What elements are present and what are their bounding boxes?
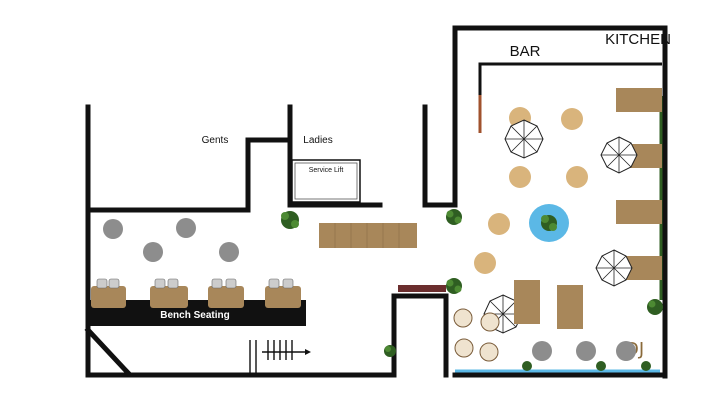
round-table-icon	[566, 166, 588, 188]
wall-tables	[616, 88, 662, 280]
umbrella-table-icon	[504, 119, 544, 159]
round-table-icon	[561, 108, 583, 130]
wall-bottom-left	[84, 326, 395, 378]
plant-icon	[647, 299, 663, 315]
round-table-icon	[219, 242, 239, 262]
entry-bench	[398, 285, 446, 292]
plant-icon	[522, 361, 532, 371]
plant-icon	[446, 209, 462, 225]
round-table-icon	[143, 242, 163, 262]
lounge-chair	[480, 312, 500, 332]
sofa-icon	[208, 278, 244, 308]
wall-main-top-right	[452, 25, 668, 379]
round-table-icon	[488, 213, 510, 235]
wall-left	[85, 104, 143, 378]
plant-icon	[641, 361, 651, 371]
service-lift-label: Service Lift	[309, 167, 344, 174]
plant-icon	[384, 345, 396, 357]
wall-door-frame	[391, 293, 449, 378]
plant-icon	[541, 215, 557, 231]
centre-table	[514, 280, 540, 324]
wall-ladies-right	[422, 104, 458, 208]
long-table	[319, 223, 417, 248]
wall-gents	[85, 137, 293, 213]
sofas	[91, 278, 301, 308]
round-table-icon	[474, 252, 496, 274]
long-table-seams	[334, 223, 400, 248]
round-table-icon	[616, 341, 636, 361]
service-lift	[291, 159, 361, 203]
lounge-chair	[454, 338, 474, 358]
sofa-icon	[150, 278, 188, 308]
umbrella-table-icon	[600, 136, 638, 174]
bar-label: BAR	[510, 43, 541, 60]
gents-label: Gents	[202, 135, 229, 146]
sofa-icon	[265, 278, 301, 308]
round-table-icon	[176, 218, 196, 238]
round-table-icon	[509, 166, 531, 188]
lounge-chair	[479, 342, 499, 362]
wall-table	[616, 200, 662, 224]
centre-table	[557, 285, 583, 329]
sofa-icon	[91, 278, 126, 308]
plant-icon	[281, 211, 299, 229]
lounge-chair	[453, 308, 473, 328]
lounge-chairs	[453, 308, 500, 362]
stairs-icon	[249, 340, 311, 375]
round-table-icon	[103, 219, 123, 239]
walls	[84, 25, 668, 379]
wall-table	[616, 88, 662, 112]
plant-icon	[596, 361, 606, 371]
umbrella-table-icon	[595, 249, 633, 287]
grey-tables-left	[103, 218, 239, 262]
ladies-label: Ladies	[303, 135, 332, 146]
round-table-icon	[532, 341, 552, 361]
kitchen-label: KITCHEN	[605, 31, 671, 48]
bench-seating-label: Bench Seating	[160, 310, 229, 321]
bench-seating-band	[88, 300, 306, 326]
service-lift-inner	[294, 162, 358, 200]
round-table-icon	[576, 341, 596, 361]
plant-icon	[446, 278, 462, 294]
